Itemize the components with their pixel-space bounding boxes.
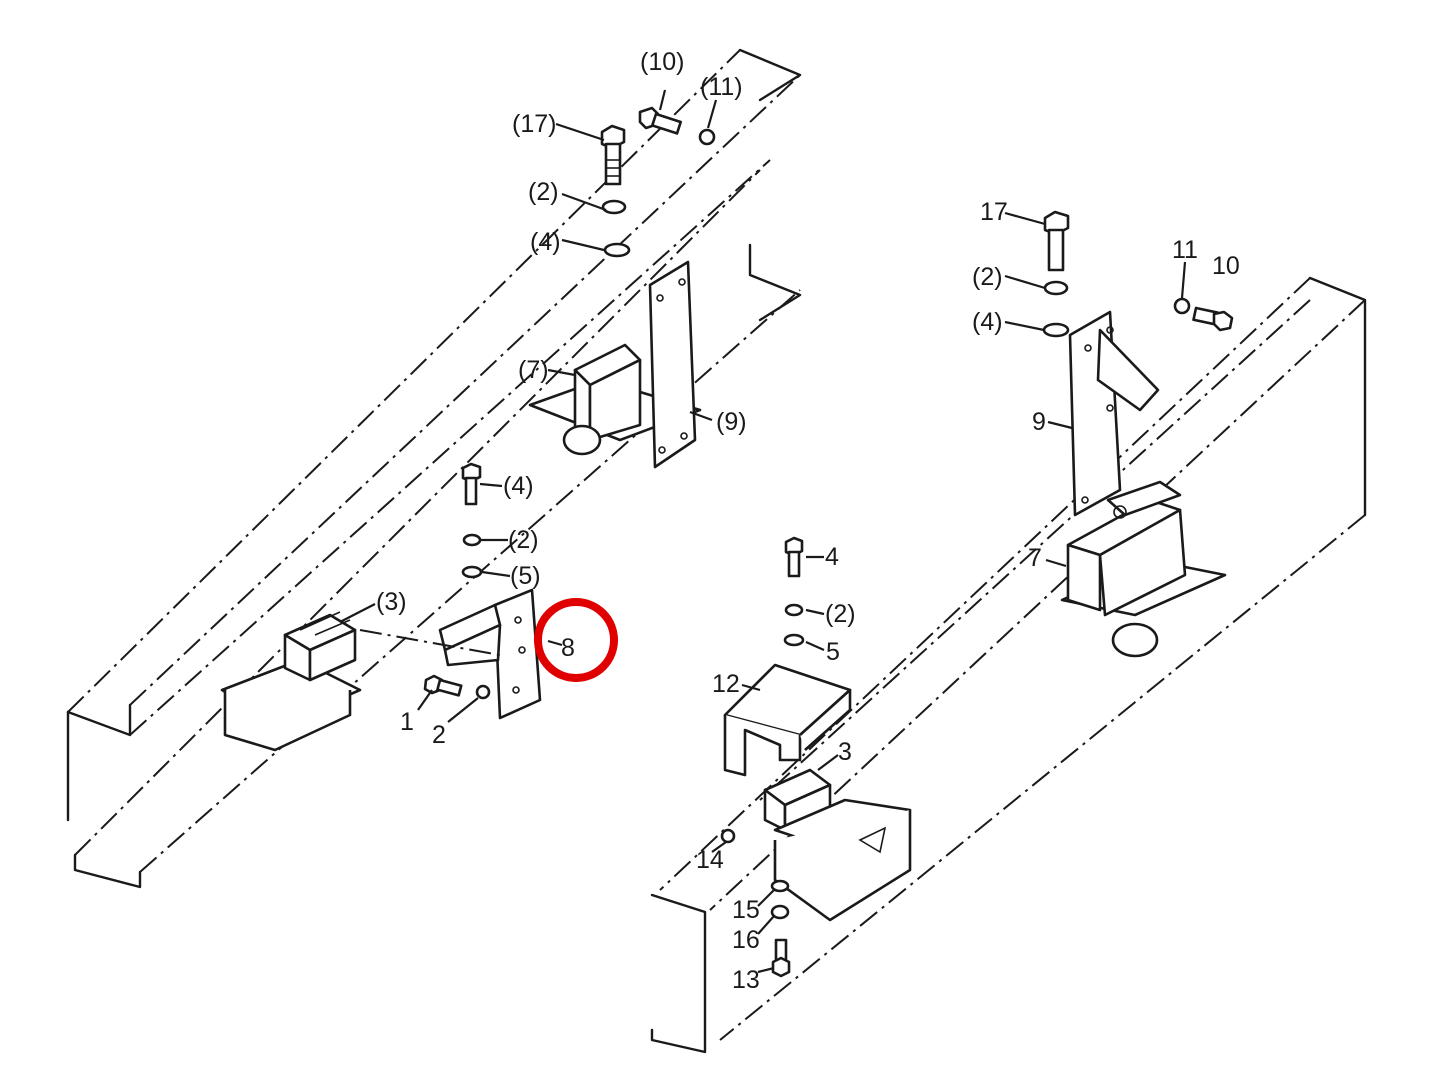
label-3: 3 — [838, 738, 852, 766]
label-12: 12 — [712, 670, 740, 698]
highlight-circle — [534, 598, 618, 682]
lock-washer-icon — [462, 533, 482, 547]
bolt-10-icon — [1192, 306, 1234, 332]
bolt-13-icon — [771, 938, 791, 978]
label-9: (9) — [716, 408, 747, 436]
bottom-center-assembly — [720, 536, 912, 978]
label-4: (4) — [503, 472, 534, 500]
lock-washer-16-icon — [770, 904, 790, 920]
label-5: (5) — [510, 562, 541, 590]
lock-washer-icon — [1043, 280, 1069, 296]
label-2: (2) — [972, 263, 1003, 291]
washer-11-icon — [698, 128, 716, 146]
bolt-17-icon — [600, 124, 626, 186]
bracket-12-icon — [723, 663, 852, 777]
label-11: (11) — [700, 73, 743, 101]
label-3: (3) — [376, 588, 407, 616]
label-2: 2 — [432, 721, 446, 749]
left-frame-rail — [66, 48, 802, 889]
label-15: 15 — [732, 896, 760, 924]
mount-block-7-icon — [1060, 480, 1227, 658]
bolt-4-icon — [784, 536, 804, 578]
flat-washer-icon — [603, 242, 631, 258]
label-8: 8 — [561, 634, 575, 662]
bolt-1-icon — [423, 674, 463, 697]
mount-3-icon — [763, 768, 912, 922]
mount-3-icon — [220, 611, 362, 752]
label-1: 1 — [400, 708, 414, 736]
bolt-4-icon — [461, 462, 482, 506]
label-13: 13 — [732, 966, 760, 994]
washer-15-icon — [770, 879, 790, 893]
bolt-17-icon — [1043, 210, 1070, 272]
top-left-assembly — [528, 106, 716, 469]
flat-washer-icon — [1042, 322, 1070, 338]
washer-2-icon — [475, 684, 491, 700]
nut-14-icon — [720, 828, 736, 844]
label-14: 14 — [696, 846, 724, 874]
mid-left-assembly — [220, 462, 542, 752]
label-9: 9 — [1032, 408, 1046, 436]
label-7: (7) — [518, 356, 549, 384]
label-5: 5 — [826, 638, 840, 666]
label-16: 16 — [732, 926, 760, 954]
label-4: (4) — [530, 228, 561, 256]
label-10: (10) — [640, 48, 684, 76]
bolt-10-icon — [638, 106, 683, 135]
mount-block-7-icon — [528, 343, 702, 456]
lock-washer-icon — [601, 199, 627, 215]
right-assembly — [1042, 210, 1234, 658]
bracket-8-icon — [438, 588, 542, 720]
label-2: (2) — [508, 526, 539, 554]
leader-lines — [339, 89, 1187, 974]
label-17: (17) — [512, 110, 556, 138]
bracket-9-icon — [1068, 310, 1160, 517]
lock-washer-icon — [784, 603, 804, 617]
label-10: 10 — [1212, 252, 1240, 280]
label-4: 4 — [825, 543, 839, 571]
washer-11-icon — [1173, 297, 1191, 315]
flat-washer-icon — [461, 565, 483, 579]
flat-washer-icon — [783, 633, 805, 647]
part-labels: (10) (11) (17) (2) (4) (7) (9) (4) (2) (… — [376, 48, 1240, 994]
label-11: 11 — [1172, 236, 1198, 264]
label-7: 7 — [1028, 544, 1042, 572]
plate-9-icon — [648, 260, 697, 469]
label-4: (4) — [972, 308, 1003, 336]
label-2: (2) — [825, 600, 856, 628]
label-2: (2) — [528, 178, 559, 206]
label-17: 17 — [980, 198, 1008, 226]
